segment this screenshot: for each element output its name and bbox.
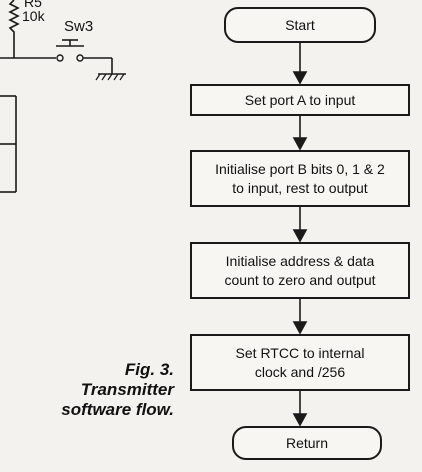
resistor-r5-symbol [8,0,20,42]
flow-start-terminator: Start [224,7,376,43]
flow-step-address-count-line1: Initialise address & data [225,252,375,269]
ground-icon [95,73,126,81]
flow-return-terminator: Return [232,426,382,460]
flow-step-port-b-line1: Initialise port B bits 0, 1 & 2 [215,160,385,177]
flow-step-rtcc-line2: clock and /256 [254,363,346,380]
switch-sw3-symbol [56,39,84,62]
flow-step-port-b-line2: to input, rest to output [232,179,368,196]
flow-step-port-a-label: Set port A to input [244,91,356,108]
component-outline [0,95,17,193]
flow-return-label: Return [285,434,329,451]
flow-start-label: Start [285,16,315,33]
figure-number: Fig. 3. [124,360,174,379]
resistor-ref-label: R5 [24,0,42,10]
flow-step-rtcc: Set RTCC to internal clock and /256 [190,334,410,391]
figure-caption: Fig. 3. Transmitter software flow. [61,360,174,420]
flow-step-port-a: Set port A to input [190,84,410,116]
flow-step-address-count-line2: count to zero and output [224,271,376,288]
figure-title-line1: Transmitter [80,380,174,399]
flow-step-rtcc-line1: Set RTCC to internal [235,344,365,361]
flow-step-port-b: Initialise port B bits 0, 1 & 2 to input… [190,150,410,207]
resistor-value-label: 10k [22,8,45,24]
switch-label: Sw3 [64,18,94,35]
flow-step-address-count: Initialise address & data count to zero … [190,242,410,299]
figure-title-line2: software flow. [61,400,174,419]
flow-connectors [292,42,308,427]
